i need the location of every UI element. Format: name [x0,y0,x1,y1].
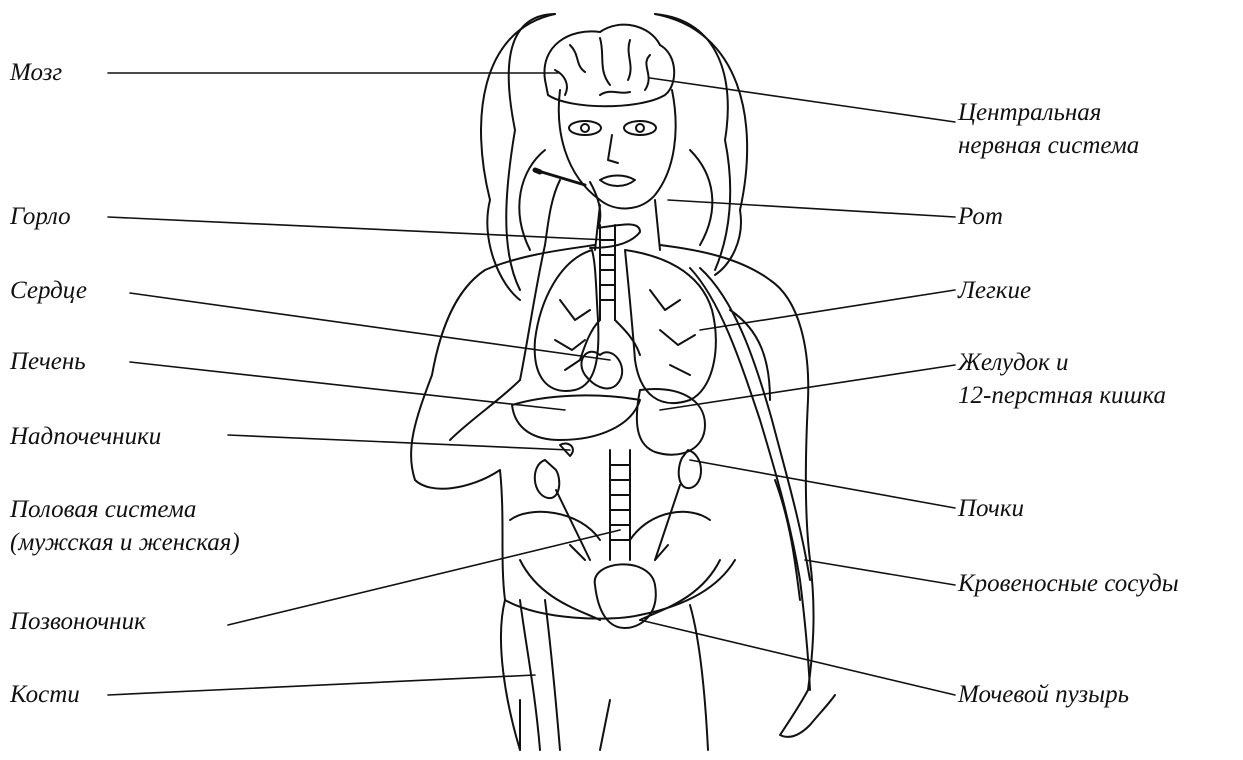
label-reproductive-line2: (мужская и женская) [10,526,240,559]
leader-line-cns [650,78,955,122]
hand-with-cigarette [450,170,640,440]
right-hand [780,690,835,737]
label-bladder: Мочевой пузырь [958,678,1129,711]
label-stomach-line1: Желудок и [958,346,1166,379]
leader-line-throat [108,217,608,240]
label-brain: Мозг [10,56,62,89]
lungs-illustration [535,250,716,403]
leader-line-vessels [805,560,955,585]
label-spine: Позвоночник [10,605,146,638]
label-central-nervous-system: Центральная нервная система [958,96,1139,162]
label-throat: Горло [10,200,71,233]
leader-line-kidneys [690,460,955,508]
label-kidneys: Почки [958,492,1024,525]
leader-line-liver [130,362,565,410]
kidneys [535,450,701,560]
leader-line-adrenals [228,435,570,450]
label-stomach-duodenum: Желудок и 12-перстная кишка [958,346,1166,412]
torso-outline [411,245,814,750]
label-lungs: Легкие [958,274,1031,307]
label-adrenals: Надпочечники [10,420,161,453]
spine [610,450,630,560]
stomach-outline [637,389,705,455]
leader-line-lungs [700,290,955,330]
label-blood-vessels: Кровеносные сосуды [958,567,1179,600]
femur-bones [520,600,708,750]
leader-line-bones [108,675,535,695]
brain-illustration [544,25,674,107]
label-cns-line1: Центральная [958,96,1139,129]
liver-outline [512,395,640,440]
label-reproductive-system: Половая система (мужская и женская) [10,493,240,559]
leader-line-bladder [640,620,955,695]
label-liver: Печень [10,345,86,378]
label-reproductive-line1: Половая система [10,493,240,526]
label-stomach-line2: 12-перстная кишка [958,379,1166,412]
label-mouth: Рот [958,200,1003,233]
label-bones: Кости [10,678,80,711]
label-cns-line2: нервная система [958,129,1139,162]
label-heart: Сердце [10,274,87,307]
leader-line-spine [228,530,620,625]
